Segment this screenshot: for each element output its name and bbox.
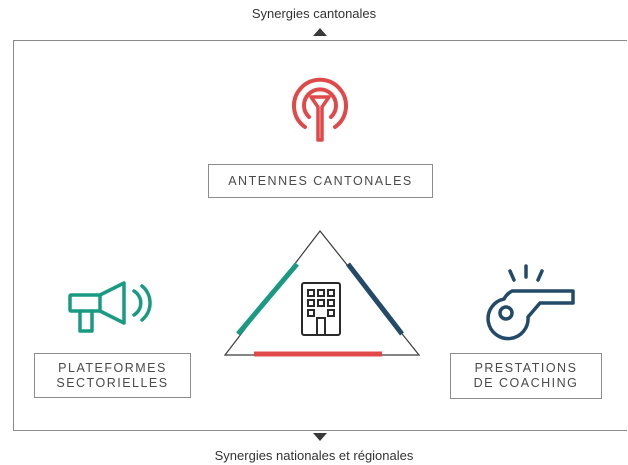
building-icon [301, 282, 341, 336]
teal-side [236, 262, 299, 336]
arrow-down-icon [313, 433, 327, 441]
antenna-icon [292, 77, 348, 142]
triangle-diagram [223, 230, 421, 357]
coaching-line1: PRESTATIONS [474, 361, 578, 375]
plateformes-line2: SECTORIELLES [56, 375, 169, 390]
plateformes-sectorielles-box: PLATEFORMES SECTORIELLES [34, 353, 191, 398]
antennes-cantonales-box: ANTENNES CANTONALES [208, 164, 433, 198]
antennes-cantonales-label: ANTENNES CANTONALES [228, 173, 413, 188]
prestations-coaching-box: PRESTATIONS DE COACHING [450, 353, 602, 399]
plateformes-line1: PLATEFORMES [58, 360, 167, 375]
arrow-up-icon [313, 28, 327, 36]
megaphone-icon [68, 281, 152, 333]
bottom-caption: Synergies nationales et régionales [214, 448, 414, 463]
navy-side [346, 262, 404, 336]
coaching-line2: DE COACHING [473, 376, 579, 390]
diagram-frame [13, 40, 627, 431]
whistle-icon [486, 264, 575, 341]
triangle-outline [223, 230, 421, 356]
top-caption: Synergies cantonales [251, 6, 377, 21]
